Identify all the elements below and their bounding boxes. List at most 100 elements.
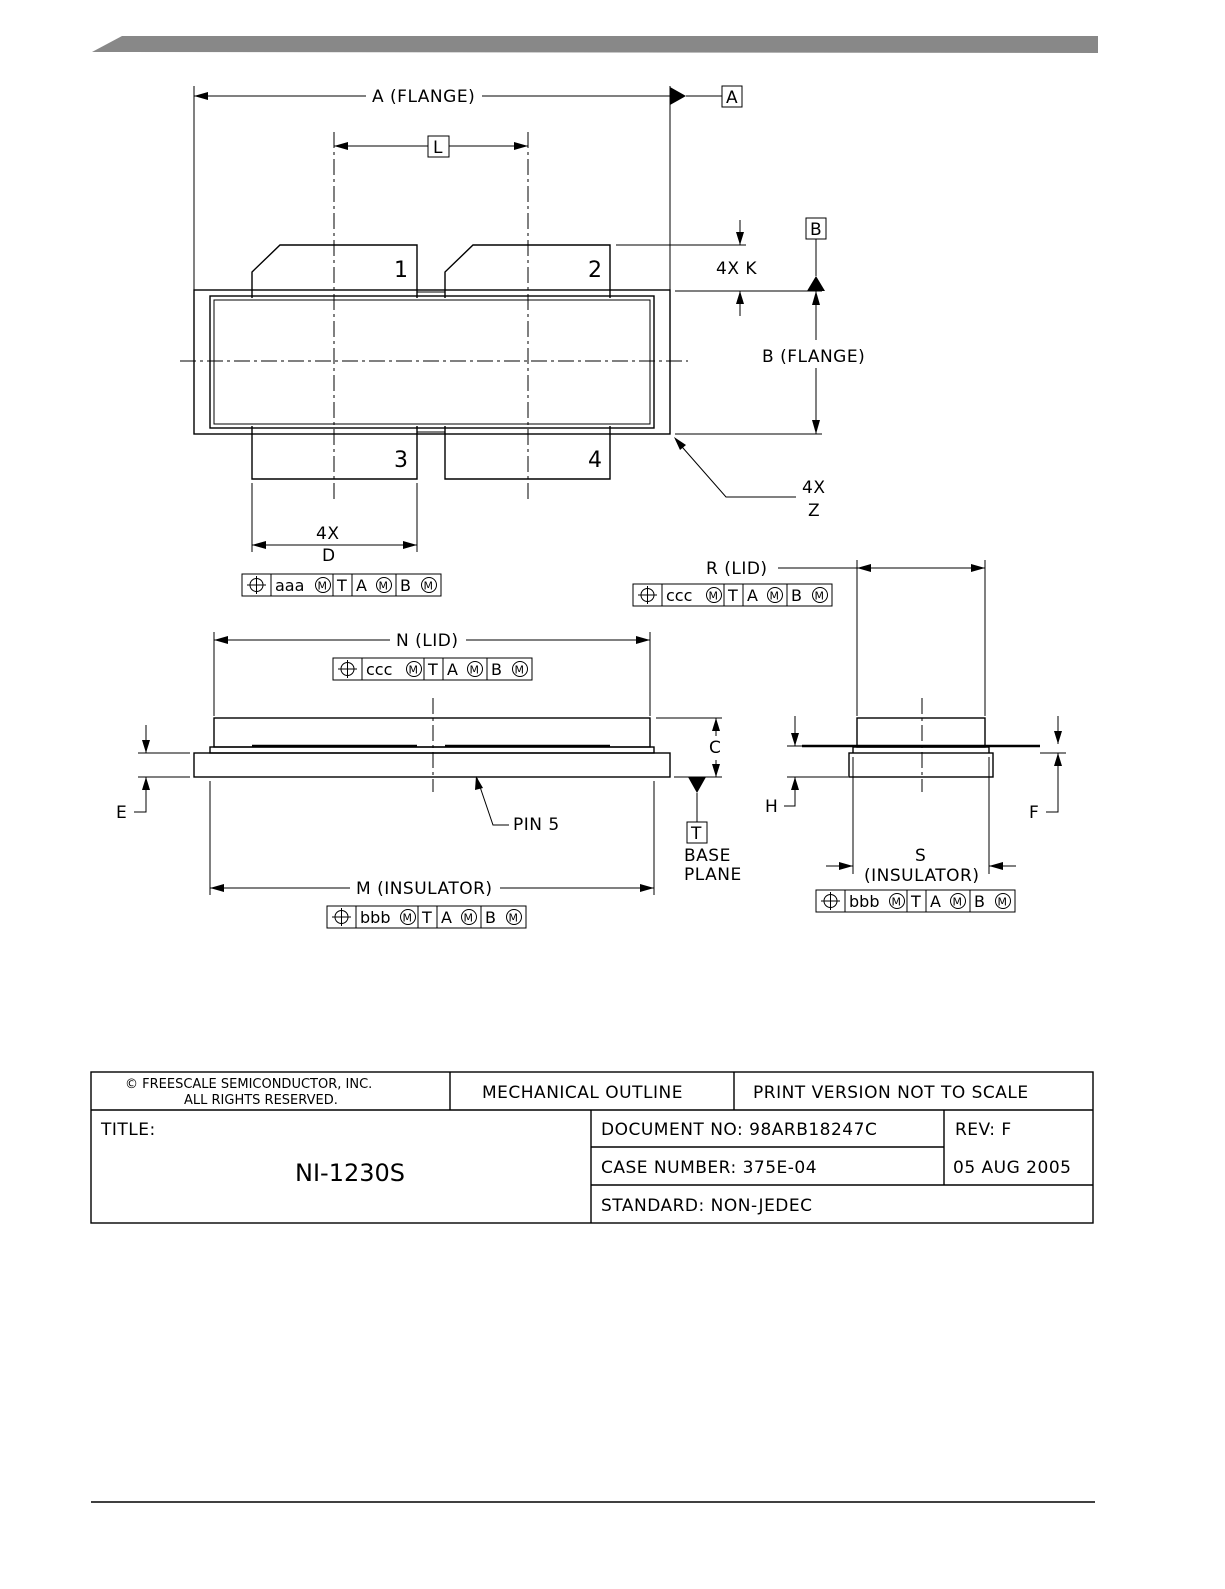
leader-z [675,439,796,498]
fcf-ref1: T [910,892,921,911]
fcf-tolerance: ccc [666,586,692,605]
arrowhead [403,541,417,549]
mmc-modifier-icon [315,577,331,593]
arrowhead [812,420,820,434]
base-label: BASE [684,846,731,866]
datum-a-label: A [726,88,738,108]
fcf-modifier: M [953,896,963,909]
arrowhead [194,92,208,100]
dimension-line-f [1046,753,1059,813]
fcf-ref1: T [421,908,432,927]
dim-label-s-insulator: (INSULATOR) [864,866,979,886]
mmc-modifier-icon [995,893,1011,909]
fcf-ref3: B [491,660,502,679]
fcf-ref3: B [974,892,985,911]
revision-date: 05 AUG 2005 [953,1158,1071,1178]
copyright-line-2: ALL RIGHTS RESERVED. [184,1093,338,1108]
title-label: TITLE: [100,1120,156,1140]
arrowhead [736,232,744,245]
arrowhead [252,541,266,549]
mmc-modifier-icon [889,893,905,909]
fcf-modifier: M [770,590,780,603]
dim-label-l: L [433,138,443,158]
plane-label: PLANE [684,865,742,885]
fcf-tolerance: aaa [275,576,304,595]
arrowhead [210,884,224,892]
lead-2 [444,244,611,298]
fcf-n: ccc M T A M B M [332,657,533,681]
mmc-modifier-icon [506,909,522,925]
mmc-modifier-icon [461,909,477,925]
fcf-modifier: M [509,912,519,925]
arrowhead [857,564,871,572]
lead-1 [251,244,418,298]
arrowhead [791,777,799,790]
dim-label-b-flange: B (FLANGE) [762,347,865,367]
mmc-modifier-icon [406,661,422,677]
dim-label-c: C [709,738,721,758]
arrowhead [334,142,348,150]
datum-b-triangle [807,276,825,291]
pin-3-label: 3 [394,448,408,473]
copyright-line-1: © FREESCALE SEMICONDUCTOR, INC. [125,1077,372,1092]
fcf-modifier: M [424,580,434,593]
lid-inner-outline [213,299,651,425]
mmc-modifier-icon [400,909,416,925]
fcf-s: bbb M T A M B M [815,889,1016,913]
pin-2-label: 2 [588,258,602,283]
fcf-modifier: M [318,580,328,593]
fcf-ref2: A [930,892,941,911]
flange-outline [193,289,671,435]
mmc-modifier-icon [467,661,483,677]
fcf-r: ccc M T A M B M [632,583,833,607]
arrowhead [812,291,820,305]
fcf-frame [332,657,533,681]
fcf-ref2: A [356,576,367,595]
dim-label-s: S [915,846,926,866]
standard: STANDARD: NON-JEDEC [601,1196,813,1216]
arrowhead [674,437,686,450]
dim-label-d: D [322,546,336,566]
lid-outline [209,295,655,429]
arrowhead [636,636,650,644]
dim-l-box [427,135,450,158]
datum-a-triangle [670,87,686,105]
fcf-ref2: A [747,586,758,605]
dimension-line-e [134,777,147,813]
fcf-tolerance: bbb [360,908,390,927]
fcf-ref1: T [727,586,738,605]
lid-side [213,717,651,748]
title-block: © FREESCALE SEMICONDUCTOR, INC. ALL RIGH… [90,1071,1094,1224]
fcf-modifier: M [998,896,1008,909]
dim-label-f: F [1029,803,1039,823]
arrowhead [736,291,744,304]
datum-t-triangle [688,777,706,793]
dim-label-r-lid: R (LID) [706,559,768,579]
fcf-frame [632,583,833,607]
fcf-tolerance: bbb [849,892,879,911]
fcf-ref3: B [485,908,496,927]
fcf-ref2: A [447,660,458,679]
mmc-modifier-icon [950,893,966,909]
title-block-frame [90,1071,1094,1224]
pin-1-label: 1 [394,258,408,283]
fcf-modifier: M [464,912,474,925]
arrowhead [712,764,720,777]
mmc-modifier-icon [421,577,437,593]
fcf-ref1: T [336,576,347,595]
lead-3 [251,426,418,480]
fcf-modifier: M [815,590,825,603]
flange-side [193,752,671,778]
arrowhead [475,776,483,790]
fcf-frame [326,905,527,929]
mechanical-outline-header: MECHANICAL OUTLINE [482,1083,683,1103]
mmc-modifier-icon [512,661,528,677]
header-banner [92,36,1098,53]
dim-label-m-insulator: M (INSULATOR) [356,879,493,899]
arrowhead [989,862,1003,870]
lid-end [856,717,986,748]
side-view: N (LID) C T BASE PLANE E PIN 5 [116,631,742,899]
mmc-modifier-icon [767,587,783,603]
fcf-ref1: T [427,660,438,679]
